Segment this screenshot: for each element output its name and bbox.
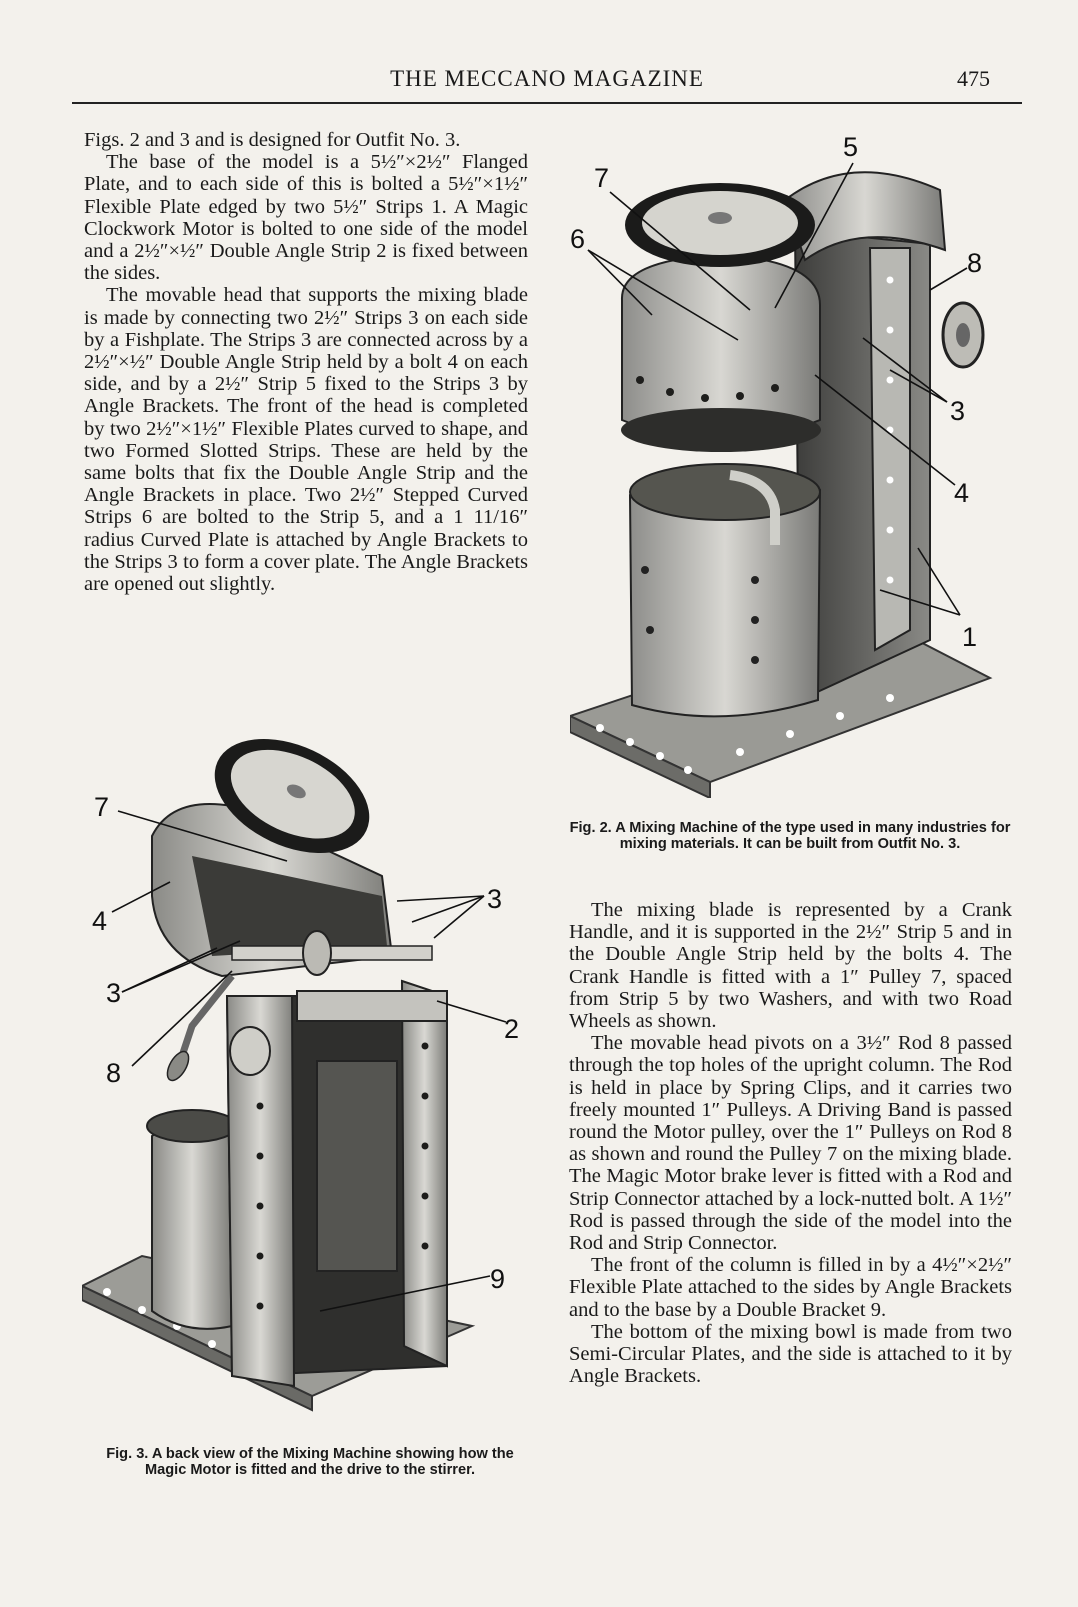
fig2-label-7: 7: [594, 163, 609, 193]
figure-3-illustration: 7 4 3 3 8 2 9: [82, 726, 537, 1426]
fig3-label-3-left: 3: [106, 978, 121, 1008]
paragraph: The front of the column is filled in by …: [569, 1254, 1012, 1321]
fig2-label-6: 6: [570, 224, 585, 254]
page-number: 475: [957, 66, 990, 91]
fig3-label-7: 7: [94, 792, 109, 822]
paragraph: The movable head that supports the mixin…: [84, 284, 528, 596]
figure-2-caption: Fig. 2. A Mixing Machine of the type use…: [569, 820, 1011, 852]
paragraph: The movable head pivots on a 3½″ Rod 8 p…: [569, 1032, 1012, 1255]
fig2-label-1: 1: [962, 622, 977, 652]
paragraph: The bottom of the mixing bowl is made fr…: [569, 1320, 1012, 1388]
magazine-title: THE MECCANO MAGAZINE: [390, 66, 704, 91]
running-header: THE MECCANO MAGAZINE 475: [72, 62, 1022, 104]
paragraph: The mixing blade is represented by a Cra…: [569, 899, 1012, 1033]
fig2-label-8: 8: [967, 248, 982, 278]
figure-3-caption: Fig. 3. A back view of the Mixing Machin…: [106, 1446, 514, 1478]
fig3-label-3-right: 3: [487, 884, 502, 914]
fig3-label-8: 8: [106, 1058, 121, 1088]
figure-2-illustration: 5 7 6 8 3 4 1: [570, 130, 1018, 798]
left-text-column: Figs. 2 and 3 and is designed for Outfit…: [84, 129, 528, 595]
fig2-label-3: 3: [950, 396, 965, 426]
fig3-label-2: 2: [504, 1014, 519, 1044]
fig2-label-4: 4: [954, 478, 969, 508]
fig3-label-9: 9: [490, 1264, 505, 1294]
fig3-label-4: 4: [92, 906, 107, 936]
fig2-label-5: 5: [843, 132, 858, 162]
paragraph: The base of the model is a 5½″×2½″ Flang…: [84, 151, 528, 285]
paragraph: Figs. 2 and 3 and is designed for Outfit…: [84, 129, 461, 151]
right-text-column: The mixing blade is represented by a Cra…: [569, 899, 1012, 1387]
